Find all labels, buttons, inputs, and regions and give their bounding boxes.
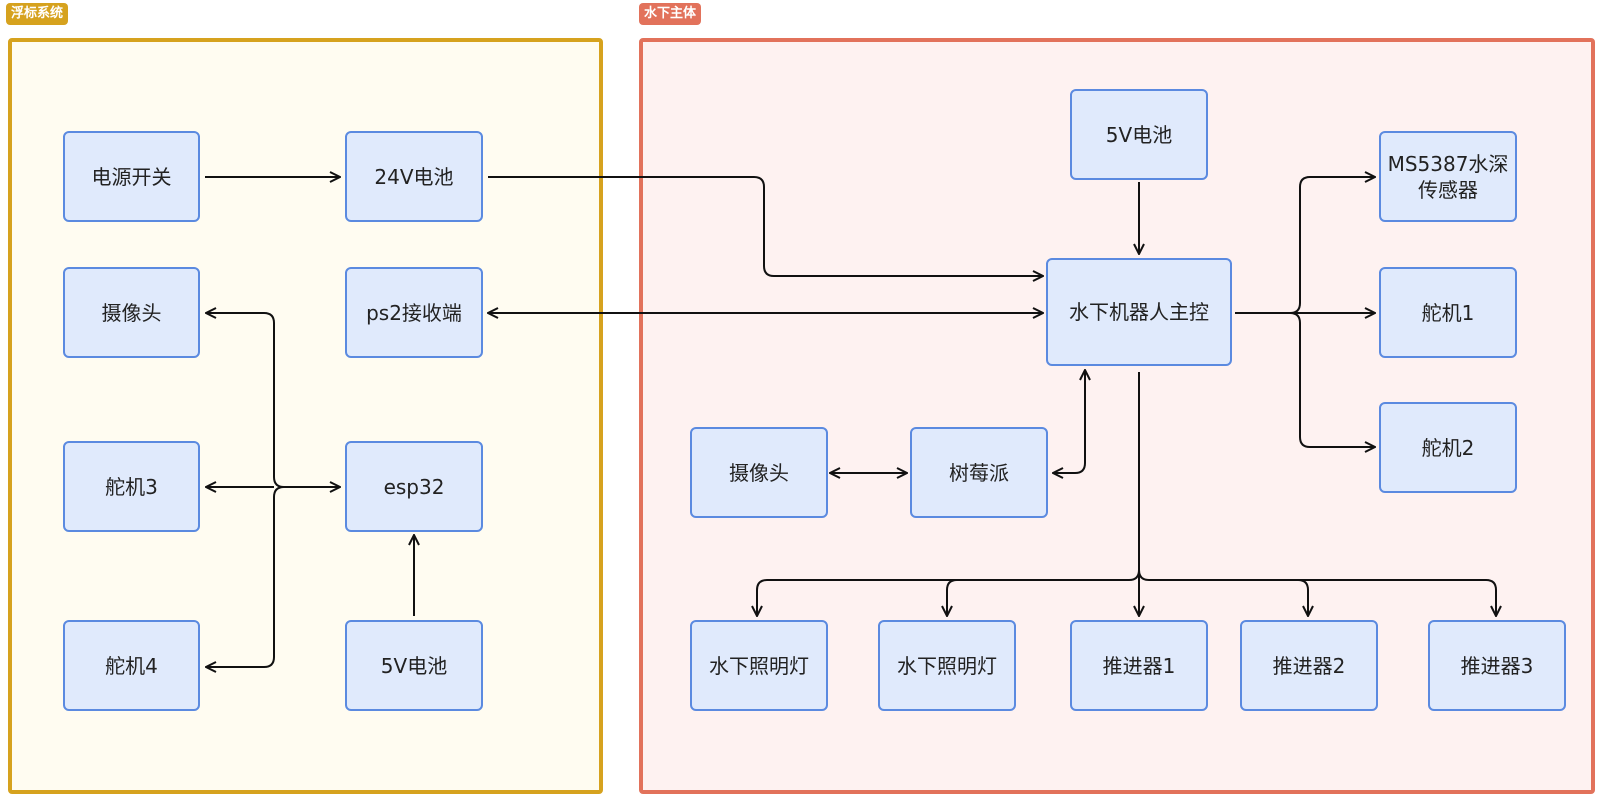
arrow-main-to-thruster3: [1298, 579, 1496, 616]
arrow-main-to-light1: [757, 579, 1129, 616]
arrow-junction-curve: [1128, 569, 1150, 581]
arrow-main-to-thruster2: [1149, 579, 1308, 616]
arrow-main-to-depth: [1235, 177, 1375, 314]
battery-5v-under-node[interactable]: 5V电池: [1070, 89, 1208, 180]
light1-node[interactable]: 水下照明灯: [690, 620, 828, 711]
arrow-main-to-light2: [947, 579, 958, 616]
depth-sensor-node[interactable]: MS5387水深传感器: [1379, 131, 1517, 222]
battery-5v-float-node[interactable]: 5V电池: [345, 620, 483, 711]
light2-node[interactable]: 水下照明灯: [878, 620, 1016, 711]
servo4-node[interactable]: 舵机4: [63, 620, 200, 711]
arrow-main-to-servo2: [1289, 312, 1375, 447]
thruster3-node[interactable]: 推进器3: [1428, 620, 1566, 711]
ps2-receiver-node[interactable]: ps2接收端: [345, 267, 483, 358]
thruster1-node[interactable]: 推进器1: [1070, 620, 1208, 711]
underwater-body-group-label: 水下主体: [639, 3, 702, 25]
raspberry-pi-node[interactable]: 树莓派: [910, 427, 1048, 518]
camera-float-node[interactable]: 摄像头: [63, 267, 200, 358]
arrow-esp32-to-servo4: [206, 486, 285, 667]
floating-buoy-group-label: 浮标系统: [6, 3, 69, 25]
main-controller-node[interactable]: 水下机器人主控: [1046, 258, 1232, 366]
arrow-24v-to-main: [488, 176, 1043, 276]
arrow-esp32-to-camera: [206, 313, 340, 487]
servo2-node[interactable]: 舵机2: [1379, 402, 1517, 493]
servo1-node[interactable]: 舵机1: [1379, 267, 1517, 358]
camera-under-node[interactable]: 摄像头: [690, 427, 828, 518]
thruster2-node[interactable]: 推进器2: [1240, 620, 1378, 711]
battery-24v-node[interactable]: 24V电池: [345, 131, 483, 222]
servo3-node[interactable]: 舵机3: [63, 441, 200, 532]
esp32-node[interactable]: esp32: [345, 441, 483, 532]
power-switch-node[interactable]: 电源开关: [63, 131, 200, 222]
arrow-pi-main: [1053, 370, 1085, 473]
